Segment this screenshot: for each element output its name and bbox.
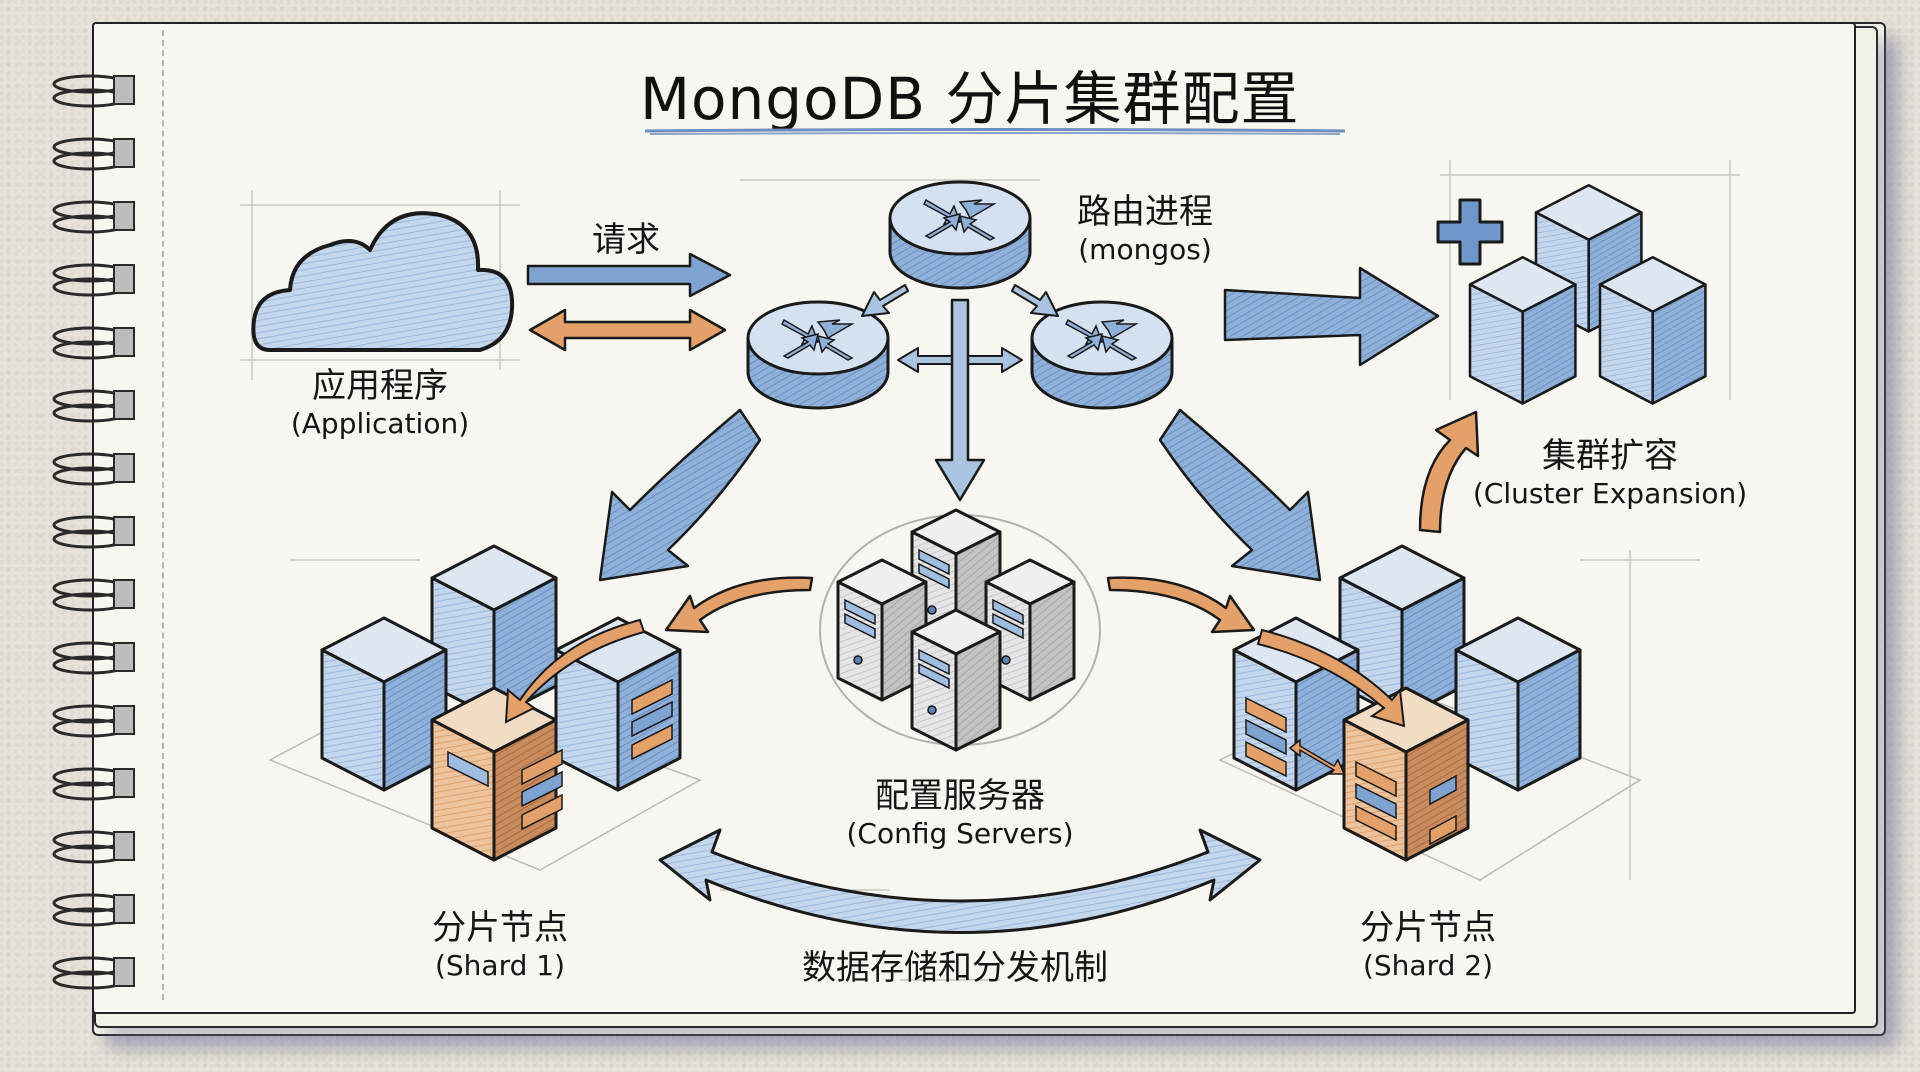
mongos-to-shard2-arrow (1158, 408, 1322, 582)
spiral-ring-icon (50, 135, 140, 175)
shard2-label: 分片节点 (Shard 2) (1338, 908, 1518, 982)
application-label-en: (Application) (290, 406, 470, 440)
config-servers-icon (819, 508, 1101, 752)
spiral-ring-icon (50, 261, 140, 301)
expansion-label-zh: 集群扩容 (1542, 436, 1678, 476)
spiral-ring-icon (50, 513, 140, 553)
data-distribution-arrow (658, 828, 1262, 934)
shard1-cluster-icon (268, 544, 702, 871)
config-servers-label: 配置服务器 (Config Servers) (820, 776, 1100, 850)
config-servers-label-en: (Config Servers) (846, 816, 1074, 850)
router-icon-top (888, 180, 1032, 290)
spiral-ring-icon (50, 324, 140, 364)
router-icon-right (1030, 300, 1174, 410)
mongos-label-zh: 路由进程 (1077, 192, 1213, 232)
page-title: MongoDB 分片集群配置 (640, 65, 1300, 133)
spiral-ring-icon (50, 576, 140, 616)
spiral-ring-icon (50, 765, 140, 805)
expansion-label-en: (Cluster Expansion) (1472, 476, 1748, 510)
router-icon-left (746, 300, 890, 410)
config-to-shard1-arrow (504, 576, 814, 724)
spiral-ring-icon (50, 702, 140, 742)
spiral-ring-icon (50, 954, 140, 994)
shard1-label-zh: 分片节点 (432, 908, 568, 948)
expansion-curve-arrow (1418, 410, 1480, 534)
plus-icon (1436, 198, 1504, 266)
request-label: 请求 (592, 220, 660, 260)
margin-line (162, 30, 164, 1000)
shard2-label-en: (Shard 2) (1362, 948, 1494, 982)
config-servers-label-zh: 配置服务器 (875, 776, 1045, 816)
shard1-label: 分片节点 (Shard 1) (410, 908, 590, 982)
title-underline (645, 128, 1345, 135)
config-to-shard2-arrow (1106, 576, 1256, 634)
spiral-ring-icon (50, 450, 140, 490)
spiral-ring-icon (50, 639, 140, 679)
shard2-cluster-icon (1218, 544, 1642, 881)
shard1-label-en: (Shard 1) (434, 948, 566, 982)
data-distribution-label: 数据存储和分发机制 (802, 948, 1108, 988)
expansion-cubes-icon (1468, 184, 1707, 405)
spiral-ring-icon (50, 828, 140, 868)
request-arrow (526, 252, 732, 298)
mongos-to-config-arrow (934, 298, 986, 502)
application-label: 应用程序 (Application) (270, 366, 490, 440)
scale-out-arrow (1223, 266, 1440, 367)
spiral-ring-icon (50, 72, 140, 112)
spiral-ring-icon (50, 387, 140, 427)
cloud-icon (251, 211, 515, 352)
shard2-label-zh: 分片节点 (1360, 908, 1496, 948)
mongos-to-shard1-arrow (598, 408, 762, 582)
mongos-label-en: (mongos) (1078, 232, 1212, 266)
mongos-label: 路由进程 (mongos) (1055, 192, 1235, 266)
application-label-zh: 应用程序 (312, 366, 448, 406)
response-arrow (528, 308, 727, 352)
spiral-ring-icon (50, 198, 140, 238)
expansion-label: 集群扩容 (Cluster Expansion) (1450, 436, 1770, 510)
spiral-ring-icon (50, 891, 140, 931)
